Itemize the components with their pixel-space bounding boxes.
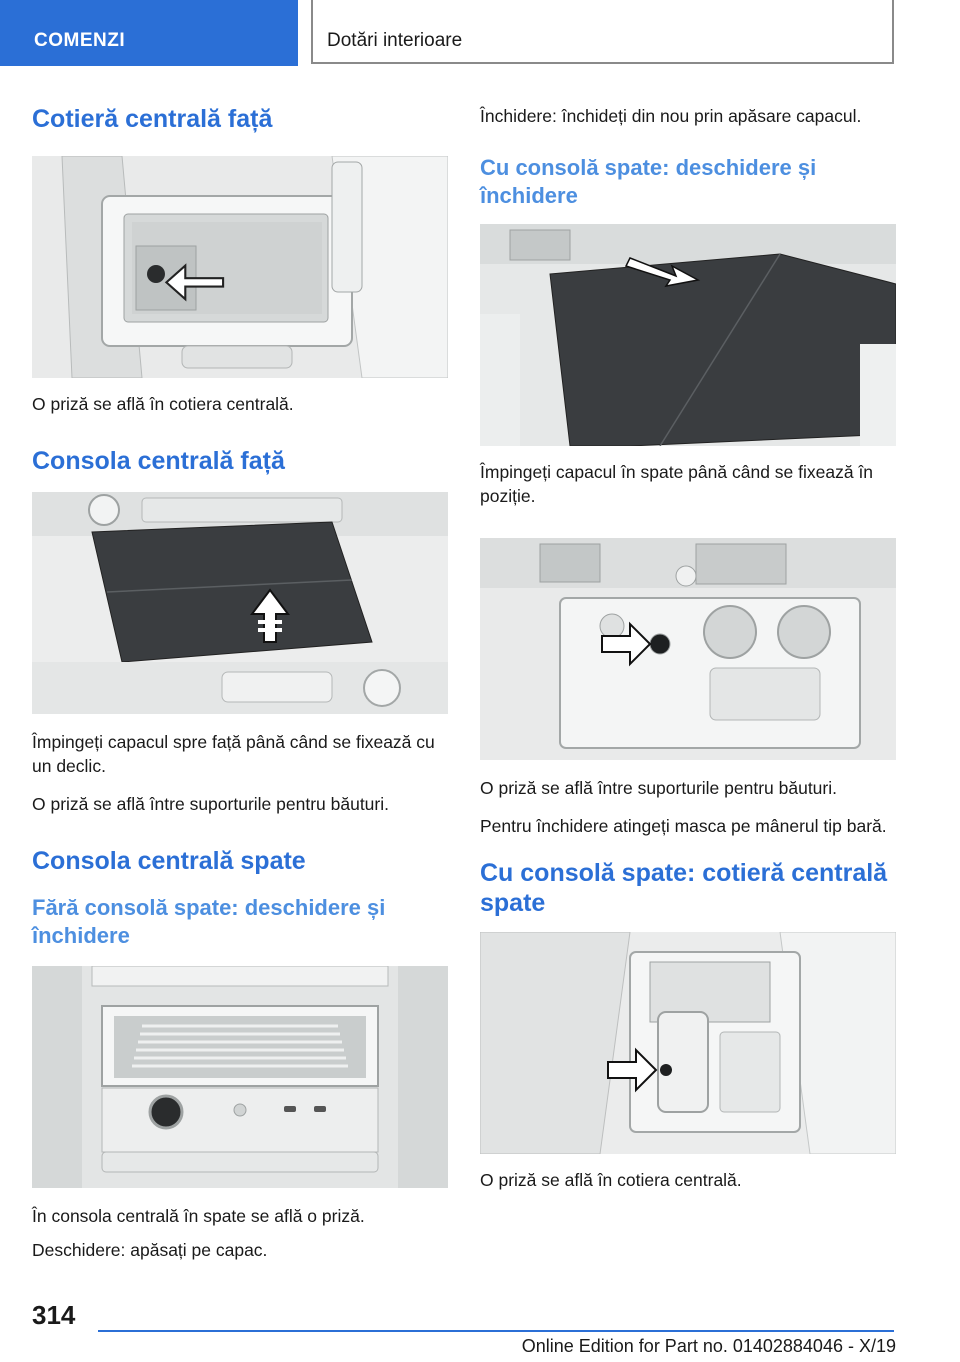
heading-rear-armrest: Cu consolă spate: cotieră centrală spate bbox=[480, 859, 888, 917]
text-socket-between-holders: O priză se află între suporturile pentru… bbox=[32, 794, 389, 814]
footer-edition: Online Edition for Part no. 01402884046 … bbox=[521, 1336, 896, 1356]
section-title: Dotări interioare bbox=[327, 30, 463, 51]
heading-with-rear-console-open-close: Cu consolă spate: deschidere și închider… bbox=[480, 155, 817, 208]
text-close-bar: Pentru închidere atingeți masca pe mâner… bbox=[480, 816, 887, 836]
page-number: 314 bbox=[32, 1300, 76, 1330]
figure-front-console bbox=[32, 492, 448, 714]
text-rear-armrest-socket: O priză se află în cotiera centrală. bbox=[480, 1170, 742, 1190]
heading-front-console: Consola centrală față bbox=[32, 447, 285, 475]
heading-front-armrest: Cotieră centrală față bbox=[32, 105, 273, 133]
figure-cup-holders bbox=[480, 538, 896, 760]
footer-rule bbox=[98, 1330, 894, 1332]
text-rear-socket: În consola centrală în spate se află o p… bbox=[32, 1206, 365, 1226]
section-header: Dotări interioare bbox=[311, 0, 894, 64]
text-push-cover-forward: Împingeți capacul spre față până când se… bbox=[32, 732, 435, 776]
text-socket-between-holders-2: O priză se află între suporturile pentru… bbox=[480, 778, 837, 798]
figure-rear-console bbox=[32, 966, 448, 1188]
figure-rear-console-cover bbox=[480, 224, 896, 446]
text-push-cover-back: Împingeți capacul în spate până când se … bbox=[480, 462, 874, 506]
chapter-title: COMENZI bbox=[34, 30, 126, 51]
text-open: Deschidere: apăsați pe capac. bbox=[32, 1240, 268, 1260]
text-armrest-socket: O priză se află în cotiera centrală. bbox=[32, 394, 294, 414]
figure-front-armrest bbox=[32, 156, 448, 378]
chapter-tab: COMENZI bbox=[0, 0, 298, 66]
figure-rear-armrest bbox=[480, 932, 896, 1154]
heading-without-rear-console: Fără consolă spate: deschidere și închid… bbox=[32, 895, 386, 948]
right-column: Închidere: închideți din nou prin apăsar… bbox=[480, 96, 896, 1192]
heading-rear-console: Consola centrală spate bbox=[32, 847, 306, 875]
text-close: Închidere: închideți din nou prin apăsar… bbox=[480, 106, 862, 126]
left-column: Cotieră centrală față O priză se află în… bbox=[32, 96, 448, 1262]
